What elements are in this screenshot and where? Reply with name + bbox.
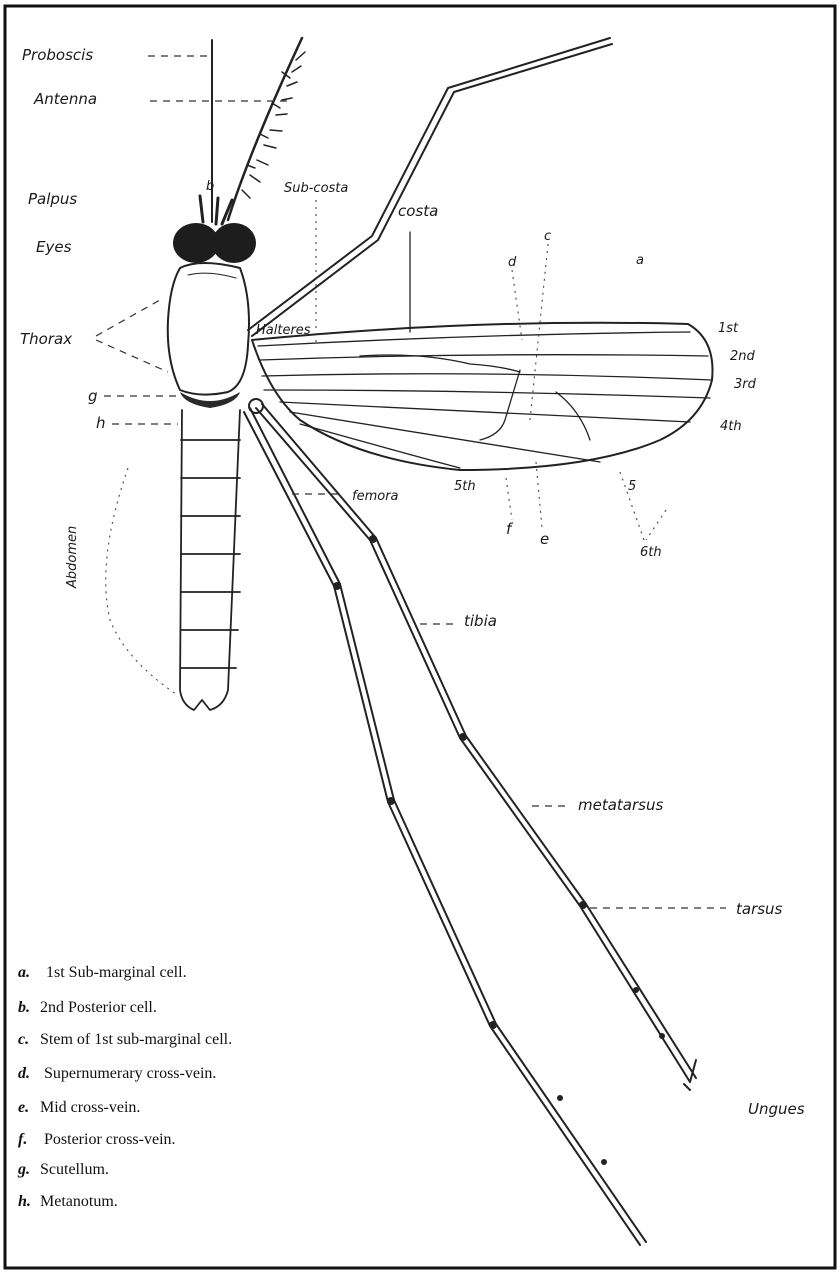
label-antenna: Antenna — [33, 90, 97, 108]
label-g: g — [88, 387, 98, 405]
wing — [252, 323, 713, 470]
eye-right — [212, 223, 256, 263]
label-ungues: Ungues — [748, 1100, 805, 1118]
legend-letter-f: f. — [18, 1131, 27, 1148]
legend-letter-c: c. — [18, 1031, 29, 1048]
legend-text-g: Scutellum. — [40, 1161, 109, 1178]
legend-letter-g: g. — [17, 1161, 30, 1178]
legend-text-c: Stem of 1st sub-marginal cell. — [40, 1031, 232, 1048]
label-vein-5th: 5th — [454, 479, 476, 494]
label-eyes: Eyes — [36, 238, 72, 256]
label-letter-f: f — [506, 520, 514, 538]
abdomen — [180, 410, 240, 710]
label-letter-e: e — [540, 530, 549, 548]
label-letter-c: c — [544, 229, 551, 244]
legend-text-d: Supernumerary cross-vein. — [44, 1065, 216, 1082]
wing-veins — [258, 332, 712, 468]
label-costa: costa — [398, 202, 438, 220]
label-tarsus: tarsus — [736, 900, 783, 918]
antenna-bristles — [242, 52, 305, 198]
labels: Proboscis Antenna Palpus Eyes Thorax g h… — [20, 46, 805, 1118]
legend-letter-h: h. — [18, 1193, 31, 1210]
label-vein-1st: 1st — [718, 321, 739, 336]
label-vein-3rd: 3rd — [734, 377, 757, 392]
label-abdomen: Abdomen — [65, 526, 80, 589]
legend-text-a: 1st Sub-marginal cell. — [46, 964, 187, 981]
mosquito-body — [168, 38, 305, 710]
label-letter-a: a — [636, 253, 644, 268]
label-palpus: Palpus — [28, 190, 77, 208]
label-metatarsus: metatarsus — [578, 796, 663, 814]
legend: a. 1st Sub-marginal cell. b. 2nd Posteri… — [17, 964, 232, 1210]
label-vein-5: 5 — [628, 479, 636, 494]
label-letter-d: d — [508, 255, 517, 270]
legend-letter-a: a. — [18, 964, 30, 981]
legend-text-f: Posterior cross-vein. — [44, 1131, 176, 1148]
legend-letter-b: b. — [18, 999, 30, 1016]
legend-text-b: 2nd Posterior cell. — [40, 999, 157, 1016]
legend-text-e: Mid cross-vein. — [40, 1099, 140, 1116]
leg-joints — [333, 535, 665, 1165]
label-halteres: Halteres — [256, 323, 311, 338]
thorax — [168, 263, 249, 395]
label-vein-6th: 6th — [640, 545, 662, 560]
label-vein-2nd: 2nd — [730, 349, 756, 364]
legend-text-h: Metanotum. — [40, 1193, 118, 1210]
legend-letter-e: e. — [18, 1099, 29, 1116]
label-sub-costa: Sub-costa — [284, 181, 348, 196]
legend-letter-d: d. — [18, 1065, 30, 1082]
label-h: h — [96, 414, 106, 432]
label-tibia: tibia — [464, 612, 497, 630]
label-vein-4th: 4th — [720, 419, 742, 434]
label-proboscis: Proboscis — [22, 46, 93, 64]
label-thorax: Thorax — [20, 330, 72, 348]
hind-leg-1 — [244, 408, 646, 1245]
label-femora: femora — [352, 489, 399, 504]
label-letter-b: b — [206, 179, 214, 194]
